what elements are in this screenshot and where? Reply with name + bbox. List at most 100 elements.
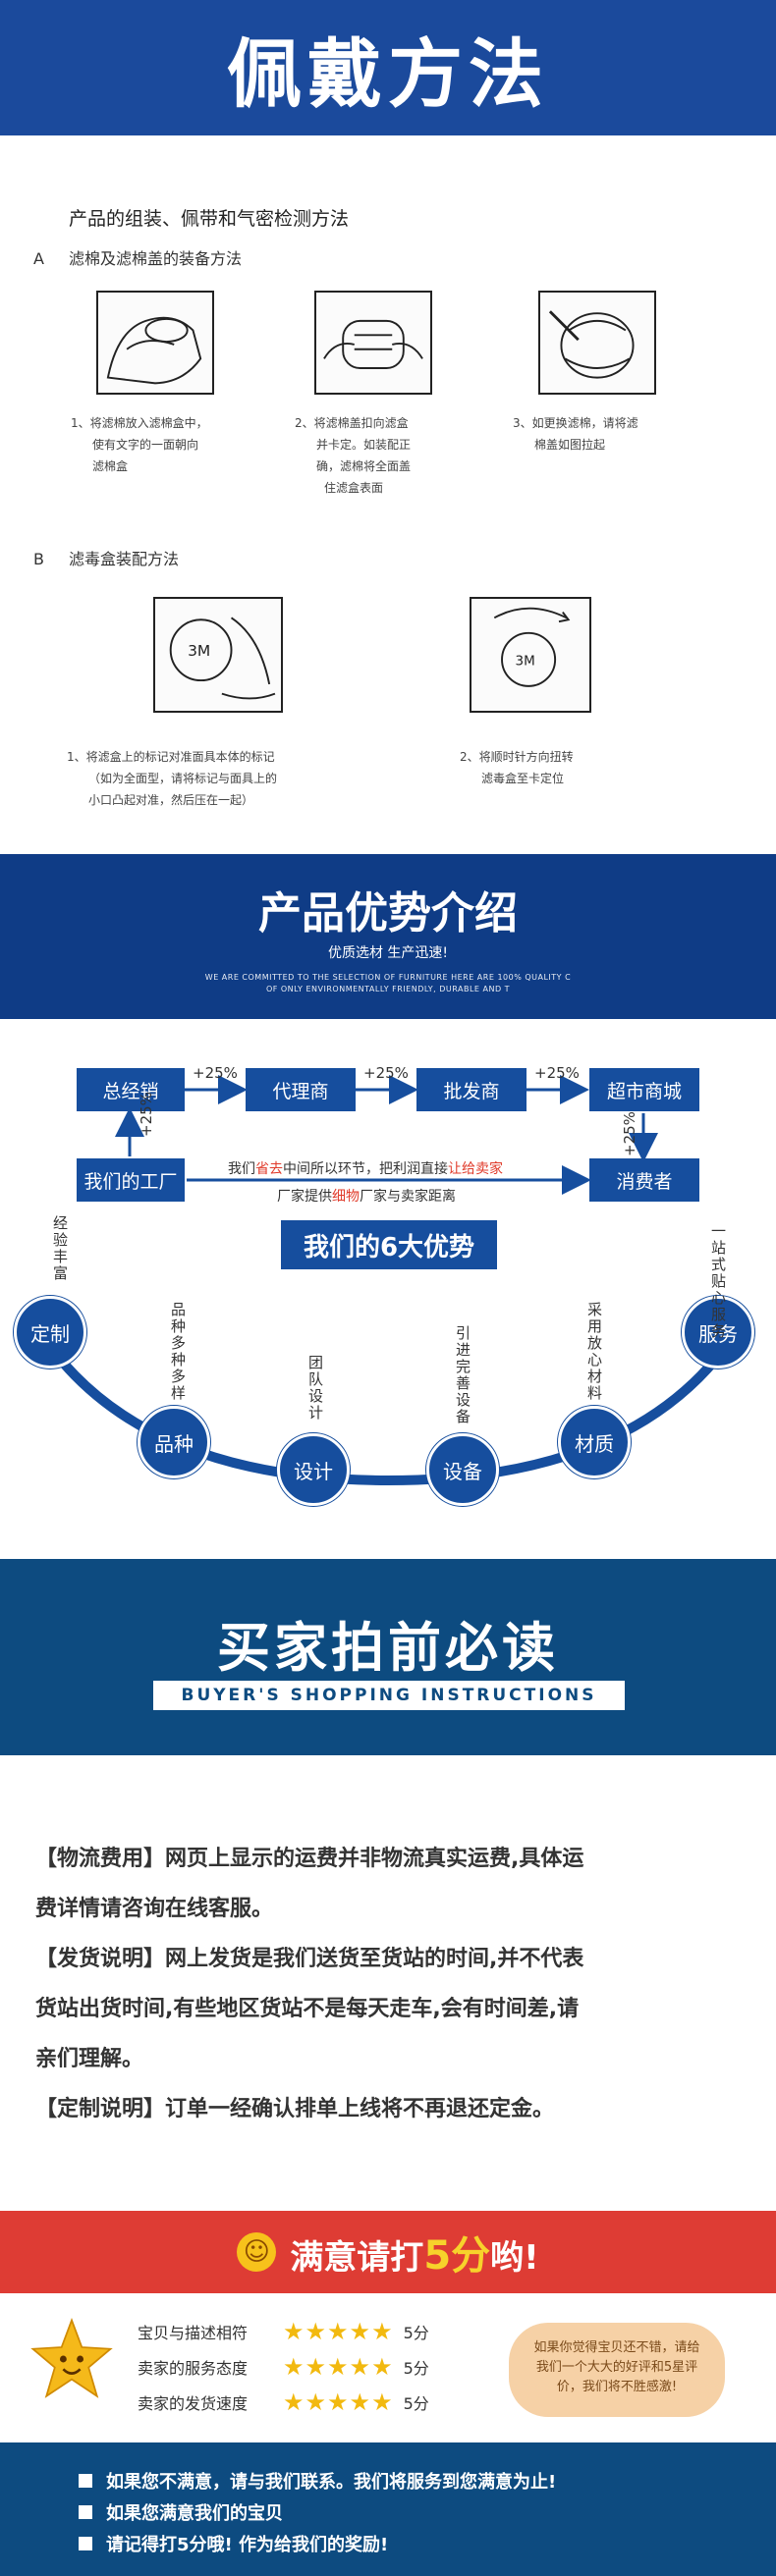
note-text: 厂家提供 xyxy=(277,1189,332,1205)
caption-line: 3、如更换滤棉，请将滤 xyxy=(513,416,638,430)
smile-icon: ☺ xyxy=(237,2232,277,2272)
note-highlight: 让给卖家 xyxy=(448,1161,503,1177)
star-rating-icon: ★★★★★ xyxy=(283,2353,394,2381)
buyer-instructions-subtitle: BUYER'S SHOPPING INSTRUCTIONS xyxy=(153,1681,625,1710)
product-advantage-banner: 产品优势介绍 优质选材 生产迅速! WE ARE COMMITTED TO TH… xyxy=(0,854,776,1019)
material-circle: 材质 xyxy=(558,1406,631,1478)
rating-request-banner: ☺ 满意请打5分哟! xyxy=(0,2211,776,2293)
caption-line: 棉盖如图拉起 xyxy=(534,438,606,452)
closing-text: 如果您不满意，请与我们联系。我们将服务到您满意为止! xyxy=(106,2472,557,2493)
markup-label: +25% xyxy=(193,1064,238,1082)
advantage-tagline: WE ARE COMMITTED TO THE SELECTION OF FUR… xyxy=(0,972,776,995)
cartridge-step2-illustration: 3M xyxy=(470,597,591,713)
closing-section: 如果您不满意，请与我们联系。我们将服务到您满意为止! 如果您满意我们的宝贝 请记… xyxy=(0,2442,776,2576)
design-vtext: 团队设计 xyxy=(306,1355,324,1422)
rating-row: 卖家的服务态度 ★★★★★ 5分 xyxy=(138,2352,429,2382)
service-circle: 服务 xyxy=(682,1296,754,1368)
equipment-vtext: 引进完善设备 xyxy=(454,1325,471,1425)
savings-note: 我们省去中间所以环节，把利润直接让给卖家 xyxy=(228,1158,503,1178)
hand-filter-icon xyxy=(106,316,202,385)
closing-line: 如果您满意我们的宝贝 xyxy=(79,2499,283,2525)
rating-score: 5分 xyxy=(403,2324,429,2342)
note-text: 中间所以环节，把利润直接 xyxy=(283,1161,448,1177)
variety-circle: 品种 xyxy=(138,1406,210,1478)
markup-label: +25% xyxy=(621,1111,638,1156)
rating-score: 5分 xyxy=(403,2359,429,2378)
markup-label: +25% xyxy=(363,1064,409,1082)
rating-request-before: 满意请打 xyxy=(290,2238,424,2278)
star-rating-icon: ★★★★★ xyxy=(283,2318,394,2345)
markup-label: +25% xyxy=(534,1064,580,1082)
note-highlight: 省去 xyxy=(255,1161,283,1177)
filter-step2-caption: 2、将滤棉盖扣向滤盒 并卡定。如装配正 确，滤棉将全面盖 住滤盒表面 xyxy=(295,412,462,499)
filter-step3-illustration xyxy=(538,291,656,395)
notice-line: 费详情请咨询在线客服。 xyxy=(35,1897,274,1921)
rating-request-text: 满意请打5分哟! xyxy=(290,2224,538,2281)
notice-line: 【物流费用】网页上显示的运费并非物流真实运费,具体运 xyxy=(35,1847,584,1871)
star-rating-icon: ★★★★★ xyxy=(283,2388,394,2416)
caption-line: 2、将滤棉盖扣向滤盒 xyxy=(295,416,409,430)
advantage-subtitle: 优质选材 生产迅速! xyxy=(327,945,449,961)
wearing-method-title: 佩戴方法 xyxy=(227,30,549,118)
filter-step1-caption: 1、将滤棉放入滤棉盒中， 使有文字的一面朝向 滤棉盒 xyxy=(71,412,248,477)
caption-line: （如为全面型，请将标记与面具上的 xyxy=(88,772,278,785)
supply-chain-section: 总经销 代理商 批发商 超市商城 我们的工厂 消费者 +25% +25% +25… xyxy=(0,1019,776,1559)
svg-text:3M: 3M xyxy=(516,654,535,670)
cartridge-step1-illustration: 3M xyxy=(153,597,283,713)
closing-text: 如果您满意我们的宝贝 xyxy=(106,2503,283,2524)
note-text: 厂家与卖家 xyxy=(360,1189,428,1205)
shopping-notice: 【物流费用】网页上显示的运费并非物流真实运费,具体运 费详情请咨询在线客服。 【… xyxy=(35,1834,743,2134)
rating-request-score: 5分 xyxy=(423,2233,491,2279)
caption-line: 住滤盒表面 xyxy=(324,481,384,495)
equipment-circle: 设备 xyxy=(426,1433,499,1506)
section-b-label: 滤毒盒装配方法 xyxy=(69,550,180,568)
six-advantages-title: 我们的6大优势 xyxy=(281,1220,497,1269)
hand-remove-icon xyxy=(548,310,635,379)
review-request-bubble: 如果你觉得宝贝还不错，请给我们一个大大的好评和5星评价，我们将不胜感激! xyxy=(509,2323,725,2417)
ratings-section: 宝贝与描述相符 ★★★★★ 5分 卖家的服务态度 ★★★★★ 5分 卖家的发货速… xyxy=(0,2293,776,2442)
flow-arrows xyxy=(34,1075,742,1486)
method-heading: 产品的组装、佩带和气密检测方法 xyxy=(69,208,350,230)
material-vtext: 采用放心材料 xyxy=(585,1302,603,1402)
agent-box: 代理商 xyxy=(246,1068,356,1111)
section-b-letter: B xyxy=(33,550,44,568)
cartridge-twist-icon: 3M xyxy=(493,607,571,687)
cartridge-step1-caption: 1、将滤盒上的标记对准面具本体的标记 （如为全面型，请将标记与面具上的 小口凸起… xyxy=(67,746,361,811)
closing-text: 请记得打5分哦! 作为给我们的奖励! xyxy=(106,2535,389,2555)
markup-label: +25% xyxy=(138,1092,155,1137)
square-bullet-icon xyxy=(79,2537,92,2550)
experience-vtext: 经验丰富 xyxy=(51,1215,69,1282)
rating-label: 宝贝与描述相符 xyxy=(138,2324,249,2342)
notice-line: 【发货说明】网上发货是我们送货至货站的时间,并不代表 xyxy=(35,1947,584,1971)
section-a-letter: A xyxy=(33,249,44,268)
filter-step2-illustration xyxy=(314,291,432,395)
rating-row: 卖家的发货速度 ★★★★★ 5分 xyxy=(138,2388,429,2417)
note-text: 我们 xyxy=(228,1161,255,1177)
caption-line: 2、将顺时针方向扭转 xyxy=(460,750,574,764)
section-a-heading: A 滤棉及滤棉盖的装备方法 xyxy=(33,245,242,269)
square-bullet-icon xyxy=(79,2505,92,2519)
cartridge-step2-caption: 2、将顺时针方向扭转 滤毒盒至卡定位 xyxy=(460,746,656,789)
filter-step1-illustration xyxy=(96,291,214,395)
star-mascot-icon xyxy=(30,2317,113,2398)
tagline-line: WE ARE COMMITTED TO THE SELECTION OF FUR… xyxy=(204,973,572,982)
buyer-instructions-title: 买家拍前必读 xyxy=(217,1617,559,1679)
section-b-heading: B 滤毒盒装配方法 xyxy=(33,546,179,569)
cartridge-align-icon: 3M xyxy=(169,617,276,700)
section-a-label: 滤棉及滤棉盖的装备方法 xyxy=(69,249,243,268)
supermarket-box: 超市商城 xyxy=(589,1068,699,1111)
general-distributor-box: 总经销 xyxy=(77,1068,185,1111)
design-circle: 设计 xyxy=(277,1433,350,1506)
assembly-method-section: 产品的组装、佩带和气密检测方法 A 滤棉及滤棉盖的装备方法 1、将滤棉放入滤棉盒中… xyxy=(0,135,776,854)
notice-line: 亲们理解。 xyxy=(35,2047,144,2071)
rating-label: 卖家的服务态度 xyxy=(138,2359,249,2378)
advantage-title: 产品优势介绍 xyxy=(258,888,518,939)
svg-text:3M: 3M xyxy=(188,642,210,660)
custom-circle: 定制 xyxy=(14,1296,86,1368)
distance-note: 厂家提供细物厂家与卖家距离 xyxy=(277,1186,456,1206)
caption-line: 1、将滤盒上的标记对准面具本体的标记 xyxy=(67,750,275,764)
note-text: 距离 xyxy=(428,1189,456,1205)
rating-row: 宝贝与描述相符 ★★★★★ 5分 xyxy=(138,2317,429,2346)
filter-step3-caption: 3、如更换滤棉，请将滤 棉盖如图拉起 xyxy=(513,412,699,456)
